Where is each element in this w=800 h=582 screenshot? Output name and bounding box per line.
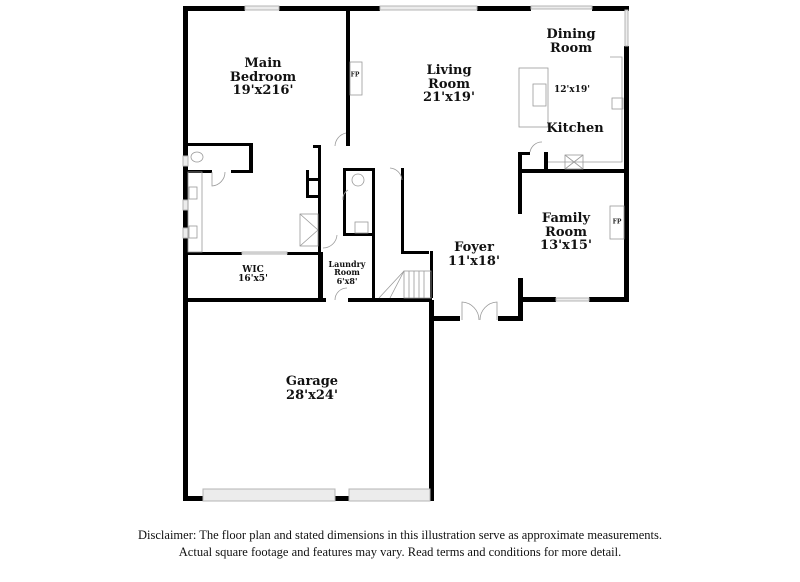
room-dimensions: 16'x5' bbox=[238, 274, 268, 285]
disclaimer: Disclaimer: The floor plan and stated di… bbox=[0, 527, 800, 561]
room-name: Room bbox=[334, 267, 360, 278]
room-dimensions: 21'x19' bbox=[423, 90, 475, 106]
room-dimensions: 11'x18' bbox=[448, 253, 500, 269]
room-name: Main bbox=[244, 56, 282, 71]
room-dimensions: 6'x8' bbox=[336, 275, 358, 286]
room-dimensions: 28'x24' bbox=[286, 387, 338, 403]
room-wic: WIC 16'x5' bbox=[238, 265, 268, 285]
room-name: Garage bbox=[285, 374, 339, 389]
room-name: Room bbox=[545, 224, 587, 240]
room-dimensions: 19'x216' bbox=[232, 83, 294, 99]
room-dimensions: 13'x15' bbox=[540, 238, 592, 254]
room-family-room: Family Room 13'x15' bbox=[540, 212, 592, 253]
room-laundry-room: Laundry Room 6'x8' bbox=[328, 259, 366, 286]
kitchen-dimensions: 12'x19' bbox=[554, 85, 590, 95]
fireplace-family: FP bbox=[612, 218, 622, 226]
disclaimer-line-2: Actual square footage and features may v… bbox=[178, 545, 622, 559]
room-name: Family bbox=[541, 211, 591, 226]
room-name: Room bbox=[550, 40, 592, 56]
room-foyer: Foyer 11'x18' bbox=[448, 241, 500, 268]
room-garage: Garage 28'x24' bbox=[286, 375, 338, 402]
room-main-bedroom: Main Bedroom 19'x216' bbox=[230, 57, 296, 98]
room-name: WIC bbox=[242, 265, 264, 275]
room-name: Living bbox=[426, 63, 472, 78]
windows bbox=[182, 5, 629, 502]
room-name: Dining bbox=[546, 27, 596, 42]
fireplace-living: FP bbox=[350, 71, 360, 79]
room-living-room: Living Room 21'x19' bbox=[423, 64, 475, 105]
room-name: Laundry bbox=[328, 259, 366, 269]
walls bbox=[183, 6, 629, 501]
disclaimer-line-1: Disclaimer: The floor plan and stated di… bbox=[138, 528, 662, 542]
room-name: Foyer bbox=[454, 240, 494, 255]
room-kitchen: Kitchen bbox=[546, 121, 604, 136]
fixtures bbox=[187, 56, 625, 321]
room-dining-room: Dining Room bbox=[546, 28, 595, 55]
room-name: Room bbox=[428, 76, 470, 92]
room-name: Bedroom bbox=[229, 69, 297, 85]
